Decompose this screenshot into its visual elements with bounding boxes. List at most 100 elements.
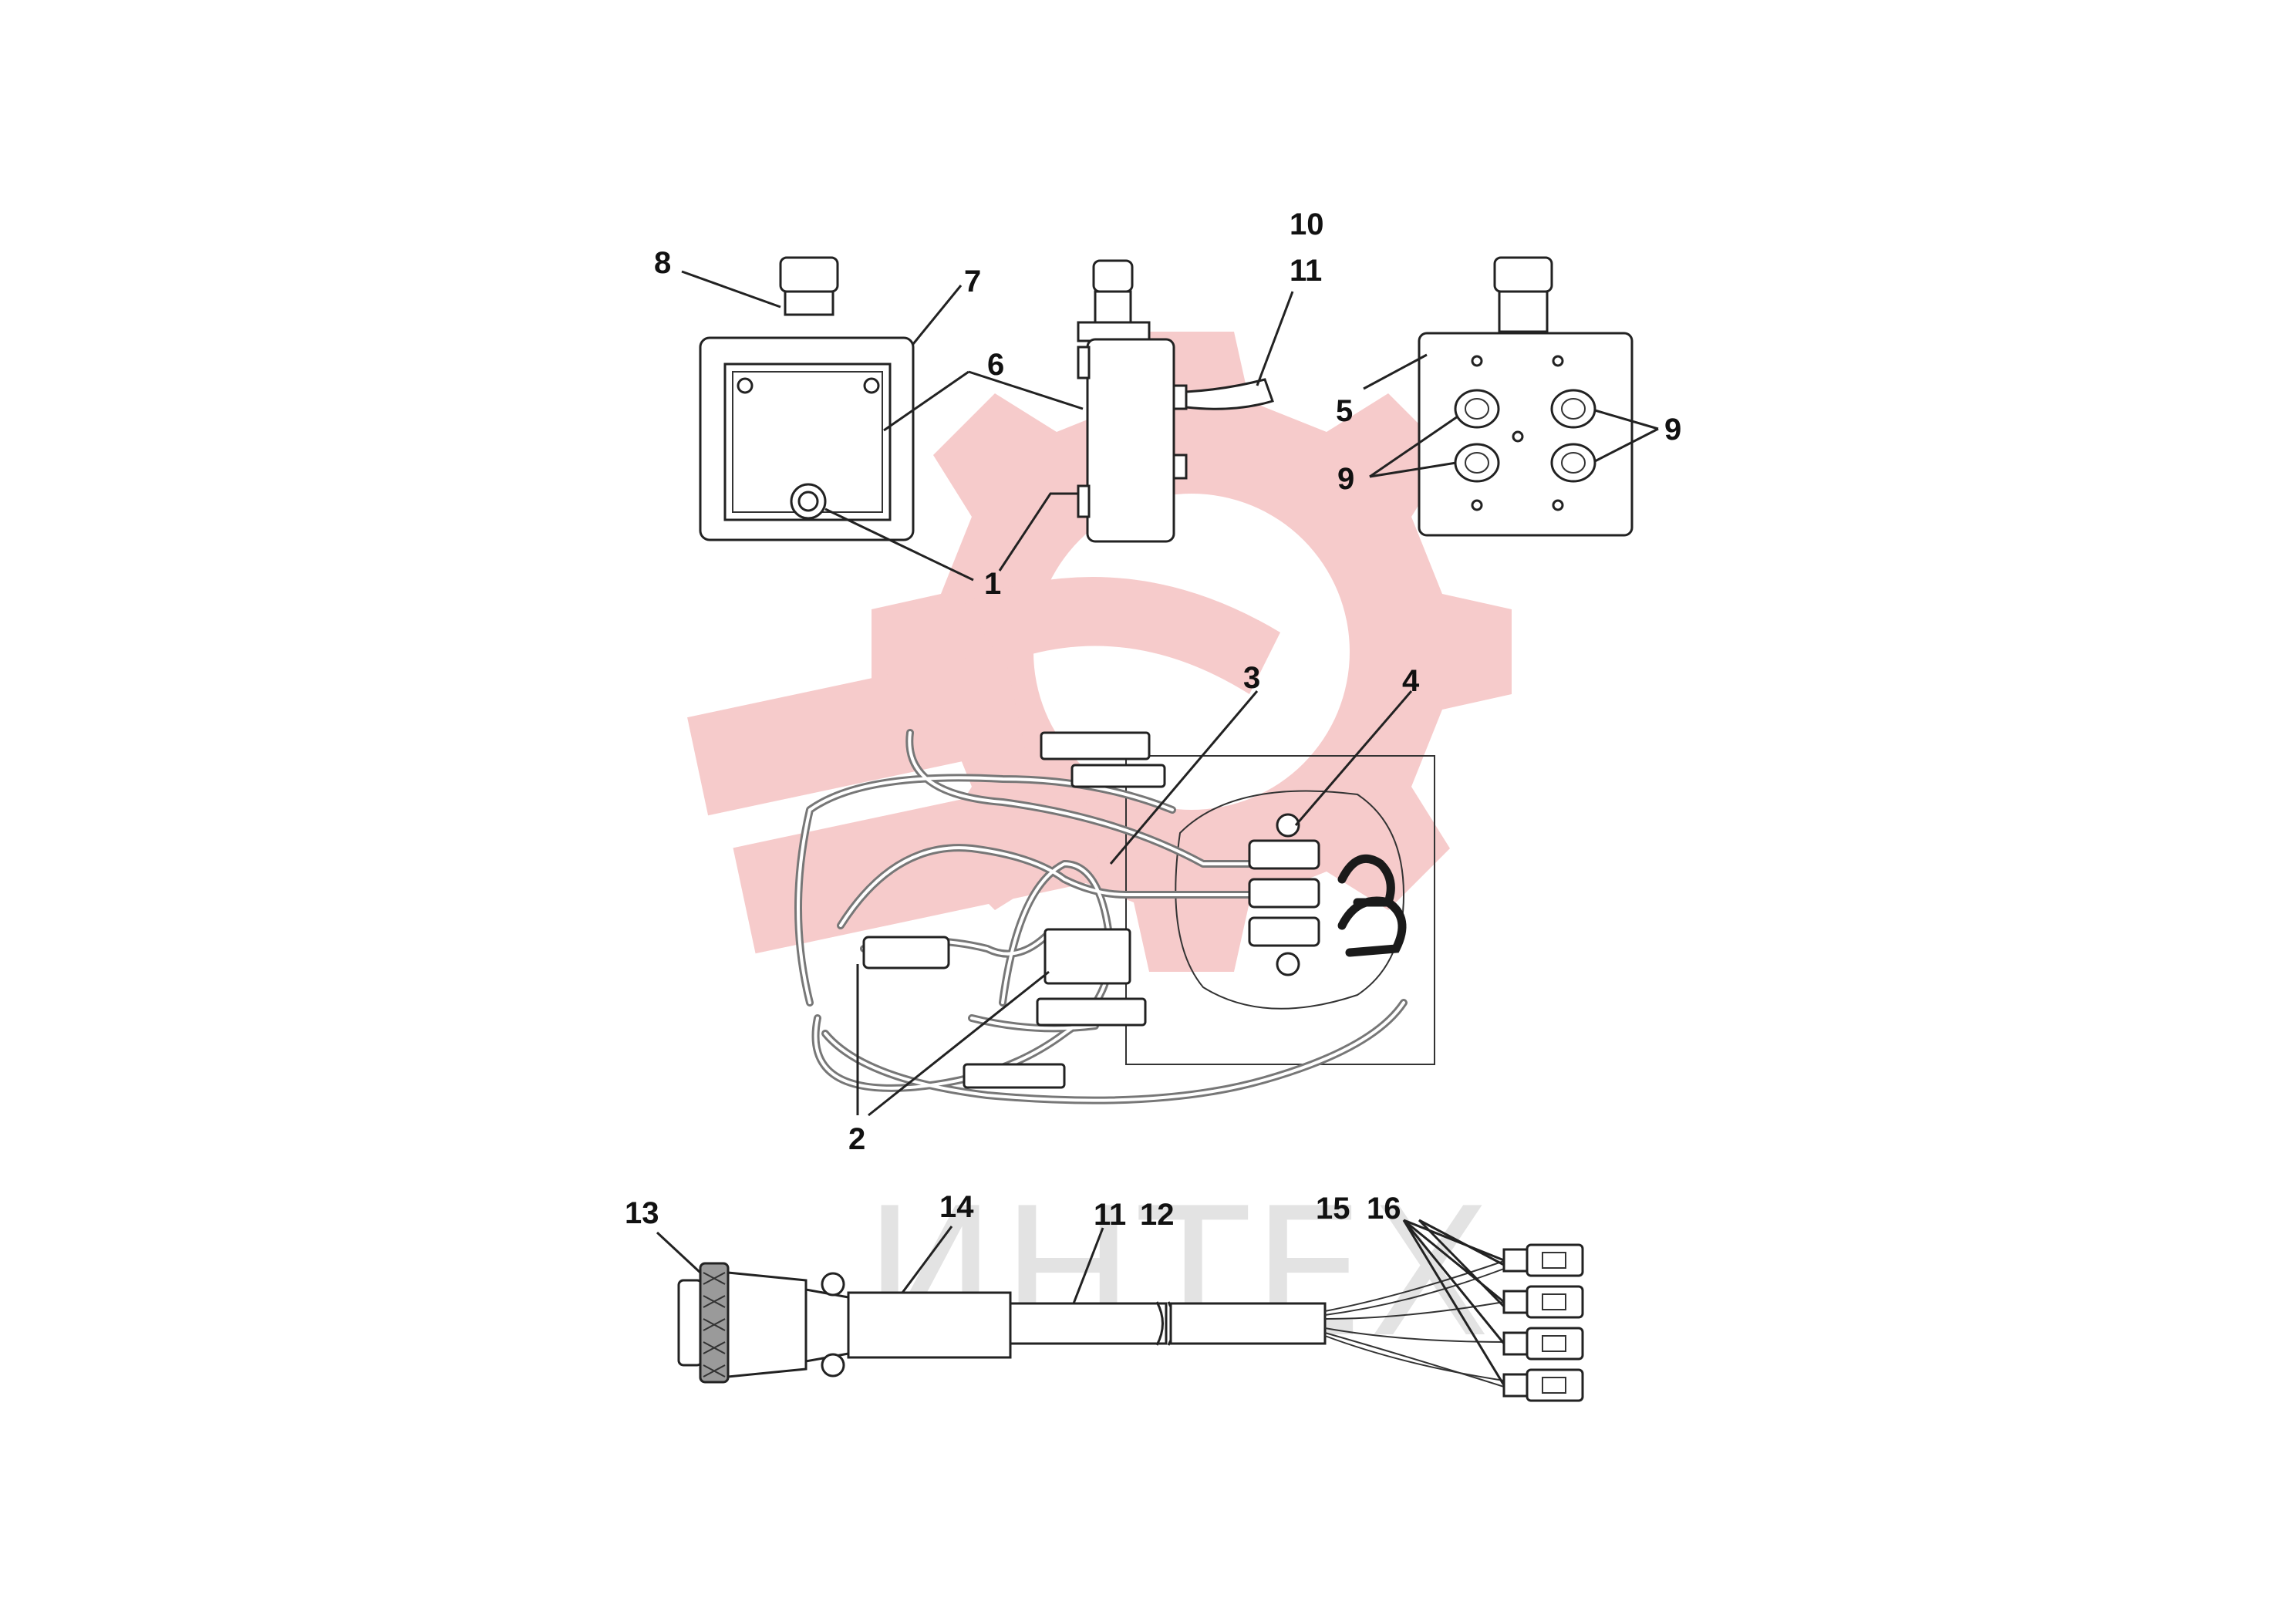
rear-screw — [1552, 499, 1564, 511]
wiring-assembly — [794, 729, 1435, 1104]
leader-2-right — [868, 970, 1050, 1117]
leader-9b-lower — [1594, 427, 1659, 463]
push-button-outer — [1454, 443, 1500, 483]
rear-screw — [1471, 499, 1483, 511]
callout-10: 10 — [1290, 207, 1324, 241]
terminal-crimp — [1502, 1290, 1529, 1314]
box-housing-rear — [1418, 332, 1633, 537]
callout-12: 12 — [1140, 1198, 1175, 1232]
callout-3: 3 — [1243, 661, 1260, 695]
terminal-slot — [1542, 1377, 1566, 1394]
leader-9b-upper — [1594, 409, 1659, 430]
leader-14 — [901, 1226, 953, 1293]
callout-9-right: 9 — [1664, 413, 1681, 447]
callout-13: 13 — [625, 1196, 659, 1230]
spade-connector — [963, 1063, 1066, 1089]
lead-wire — [1324, 1327, 1505, 1343]
spade-connector — [1070, 764, 1166, 788]
push-button-inner — [1561, 398, 1586, 420]
cable-harness — [677, 1243, 1584, 1402]
spade-terminal — [1502, 1243, 1584, 1277]
side-gland-nut — [1092, 259, 1134, 293]
lead-wire — [1324, 1332, 1505, 1388]
leader-16 — [1403, 1219, 1505, 1262]
callout-1: 1 — [984, 567, 1001, 601]
leader-16 — [1418, 1219, 1505, 1308]
callout-14: 14 — [939, 1190, 974, 1224]
terminal-receptacle — [1526, 1327, 1584, 1361]
clamp-screw — [821, 1353, 845, 1378]
callout-7: 7 — [964, 265, 981, 298]
lead-wire — [1324, 1301, 1505, 1320]
leader-1-front — [824, 508, 974, 582]
watermark-bar — [733, 774, 1103, 954]
callout-15: 15 — [1316, 1192, 1350, 1226]
terminal-slot — [1542, 1293, 1566, 1310]
spade-connector — [1036, 997, 1147, 1027]
callout-2: 2 — [848, 1122, 865, 1156]
push-button-outer — [1454, 389, 1500, 429]
leader-9a-upper — [1369, 415, 1458, 478]
front-view — [699, 256, 915, 541]
push-button-inner — [1465, 398, 1489, 420]
terminal-receptacle — [1526, 1285, 1584, 1319]
connector-knurled-ring — [699, 1262, 730, 1384]
leader-5 — [1363, 353, 1428, 390]
leader-lines — [656, 270, 1659, 1386]
lead-wire — [1324, 1260, 1505, 1312]
terminal-block-outline — [1175, 790, 1405, 1010]
cover-screw — [737, 377, 754, 394]
inline-connector — [862, 936, 950, 969]
leader-13 — [656, 1231, 702, 1274]
clamp-screw — [821, 1272, 845, 1297]
leader-3 — [1109, 690, 1259, 865]
leader-6-side — [968, 370, 1084, 410]
side-cable-out — [1185, 378, 1274, 410]
jumper-wire — [1337, 854, 1395, 907]
side-gland-body — [1094, 290, 1132, 324]
terminal-receptacle — [1526, 1368, 1584, 1402]
mounting-plate — [1125, 755, 1435, 1065]
rear-screw — [1552, 355, 1564, 367]
leader-1-side — [998, 492, 1078, 572]
cable-segment — [1009, 1302, 1168, 1345]
terminal-slot — [1542, 1335, 1566, 1352]
watermark-bar — [687, 649, 1025, 816]
cable-boot — [847, 1291, 1012, 1359]
box-housing-side — [1086, 338, 1175, 543]
leader-8 — [681, 270, 781, 309]
terminal-screw — [1276, 813, 1300, 838]
watermark-sweep — [964, 577, 1280, 694]
leader-7 — [912, 285, 963, 345]
relay-block — [1043, 928, 1131, 985]
cable-segment — [1169, 1302, 1327, 1345]
callout-6: 6 — [987, 348, 1004, 382]
callout-5: 5 — [1336, 394, 1353, 428]
leader-11-bottom — [1072, 1227, 1104, 1304]
cable-gland-nut — [779, 256, 839, 293]
side-view — [1077, 259, 1274, 543]
leader-9a-lower — [1369, 461, 1457, 478]
leader-6-front — [883, 370, 969, 432]
lead-wire — [1324, 1335, 1505, 1381]
side-switch-stub — [1172, 454, 1188, 480]
cover-screw — [863, 377, 880, 394]
rear-screw — [1512, 430, 1524, 443]
leader-16 — [1402, 1219, 1505, 1386]
terminal-crimp — [1502, 1248, 1529, 1273]
terminal-screw-row — [1248, 839, 1320, 870]
push-button-outer — [1550, 443, 1596, 483]
indicator-lamp-inner — [797, 491, 819, 512]
terminal-slot — [1542, 1252, 1566, 1269]
connector-clamp — [804, 1288, 850, 1363]
push-button-outer — [1550, 389, 1596, 429]
terminal-screw — [1276, 952, 1300, 976]
callout-16: 16 — [1367, 1192, 1401, 1226]
callout-8: 8 — [654, 246, 671, 280]
jumper-wire — [1337, 896, 1407, 957]
leader-11-side — [1256, 291, 1294, 386]
side-cover-edge — [1077, 346, 1091, 379]
terminal-screw-row — [1248, 878, 1320, 909]
side-top-flange — [1077, 321, 1151, 342]
